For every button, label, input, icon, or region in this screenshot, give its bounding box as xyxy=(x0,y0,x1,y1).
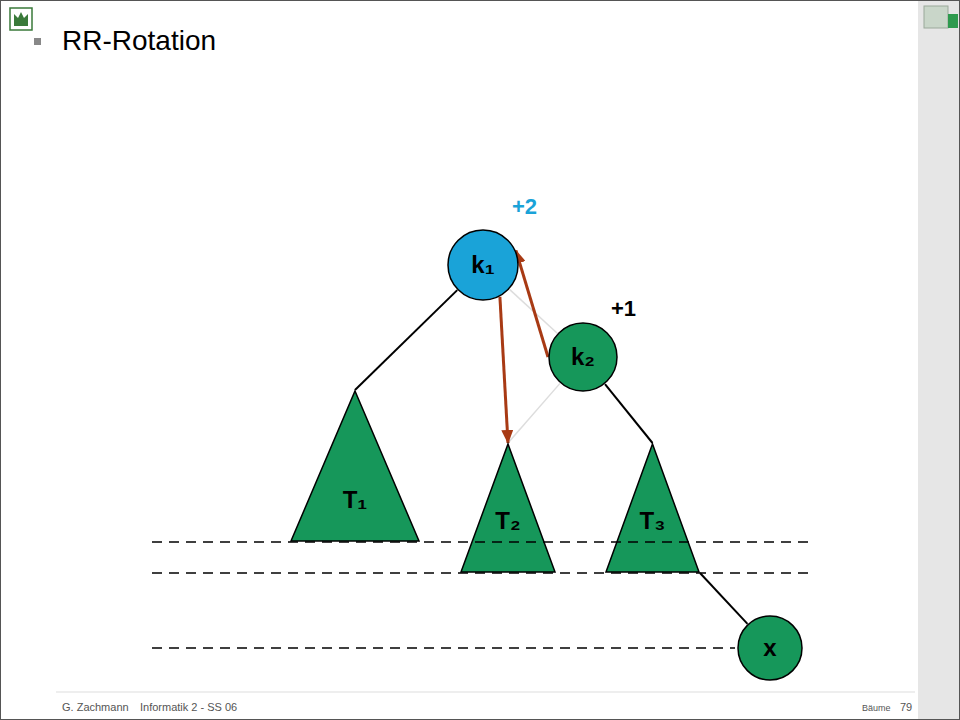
corner-icon-tab xyxy=(948,14,958,28)
tree-edge xyxy=(355,290,457,390)
node-label: T₃ xyxy=(605,509,700,533)
old-tree-edge xyxy=(508,383,560,443)
node-outline xyxy=(448,230,518,300)
footer-course: Informatik 2 - SS 06 xyxy=(140,701,237,713)
node-triangle xyxy=(605,443,700,573)
node-outline xyxy=(291,391,419,541)
node-label: k₁ xyxy=(447,253,519,277)
height-level-line xyxy=(152,647,735,649)
balance-factor: +1 xyxy=(611,296,636,322)
slide-title: RR-Rotation xyxy=(62,25,216,57)
tree-edge xyxy=(700,573,747,624)
logo xyxy=(10,8,32,30)
node-label: x xyxy=(737,636,803,660)
avl-node: k₁ xyxy=(447,229,519,301)
logo-mark xyxy=(14,12,28,26)
subtree-triangle: T₃ xyxy=(605,443,700,573)
avl-node: k₂ xyxy=(548,322,618,392)
title-bullet xyxy=(34,38,41,45)
node-outline xyxy=(461,444,555,572)
node-triangle xyxy=(460,443,556,573)
footer-rule xyxy=(56,692,915,693)
side-bar xyxy=(918,1,959,719)
node-outline xyxy=(549,323,617,391)
inserted-node: x xyxy=(737,615,803,681)
node-outline xyxy=(738,616,802,680)
rotation-arrow xyxy=(516,250,548,357)
balance-factor: +2 xyxy=(512,194,537,220)
node-triangle xyxy=(290,390,420,542)
node-label: k₂ xyxy=(548,345,618,369)
subtree-triangle: T₂ xyxy=(460,443,556,573)
height-level-line xyxy=(152,541,815,543)
footer-chapter: Bäume xyxy=(862,703,891,713)
height-level-line xyxy=(152,572,815,574)
tree-edge xyxy=(605,384,653,443)
subtree-triangle: T₁ xyxy=(290,390,420,542)
rotation-arrow xyxy=(500,297,508,443)
node-outline xyxy=(606,444,699,572)
footer-author: G. Zachmann xyxy=(62,701,129,713)
node-label: T₂ xyxy=(460,509,556,533)
node-label: T₁ xyxy=(290,488,420,512)
corner-icon xyxy=(924,6,948,28)
footer-page: 79 xyxy=(900,701,912,713)
